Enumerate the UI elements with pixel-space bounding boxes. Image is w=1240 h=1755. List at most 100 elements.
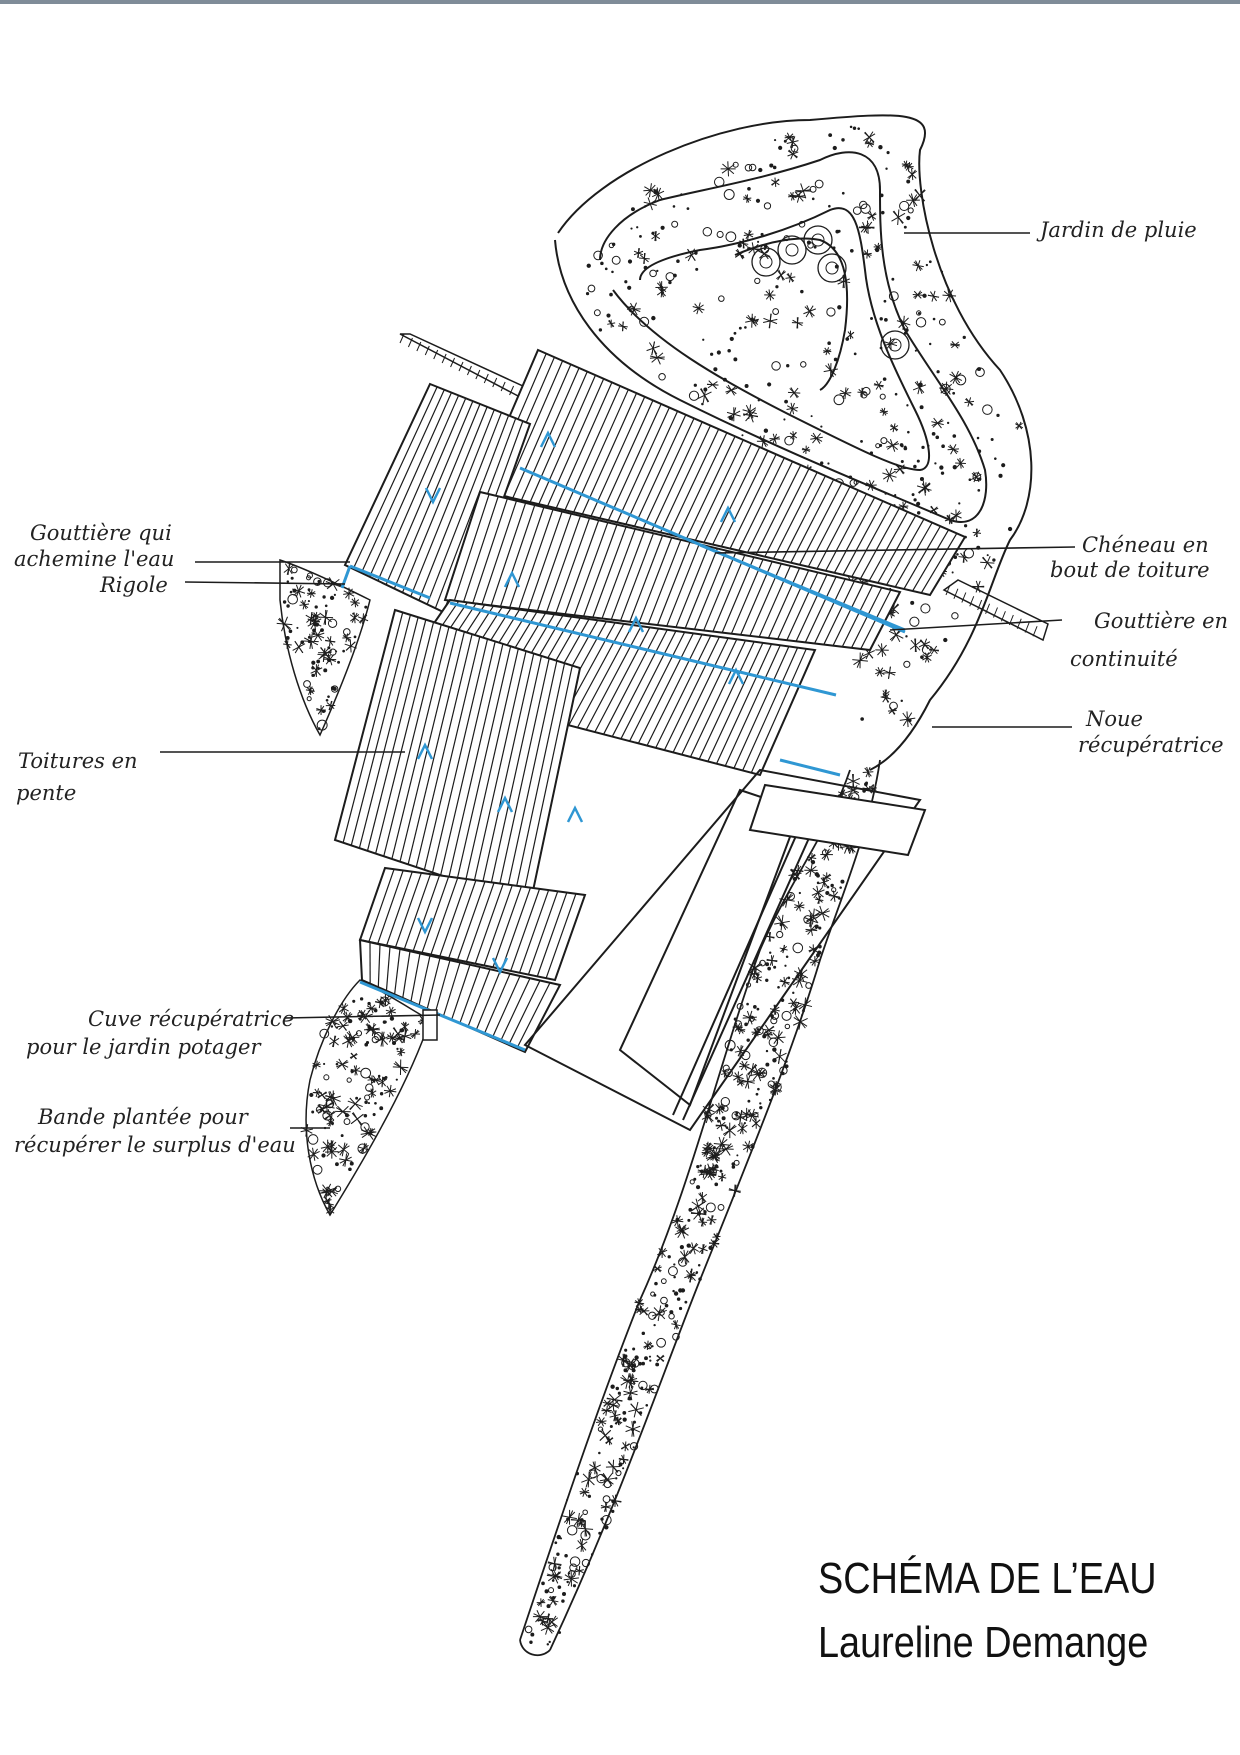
plant-mark — [719, 1169, 723, 1173]
plant-mark — [750, 1072, 766, 1077]
plant-mark — [563, 1577, 579, 1581]
plant-mark — [982, 404, 993, 415]
plant-mark — [811, 197, 815, 201]
plant-mark — [860, 203, 871, 214]
plant-mark — [776, 271, 786, 280]
plant-mark — [754, 1026, 764, 1036]
roof-rib — [448, 643, 504, 879]
plant-mark — [326, 1092, 335, 1101]
plant-mark — [698, 1245, 707, 1253]
roof-rib — [703, 443, 753, 543]
plant-mark — [311, 613, 320, 619]
plant-mark — [882, 377, 887, 381]
plant-mark — [395, 1078, 398, 1081]
roof-rib — [538, 374, 597, 505]
plant-mark — [739, 1064, 750, 1068]
roof-rib — [383, 624, 442, 857]
plant-mark — [731, 1162, 736, 1166]
plant-mark — [582, 1509, 588, 1516]
plant-mark — [653, 1323, 656, 1327]
plant-mark — [311, 673, 315, 677]
plant-mark — [684, 1300, 688, 1304]
plant-mark — [396, 1047, 399, 1051]
plant-mark — [715, 1116, 719, 1120]
plant-mark — [910, 600, 915, 605]
plant-mark — [672, 1289, 675, 1293]
plant-mark — [810, 860, 816, 865]
roof-rib — [465, 882, 495, 963]
roof-rib — [456, 646, 512, 881]
plant-mark — [757, 1087, 760, 1091]
plant-mark — [283, 564, 294, 573]
plant-mark — [701, 1112, 715, 1120]
plant-mark — [638, 1380, 648, 1391]
plant-mark — [891, 277, 895, 281]
roof-rib — [430, 877, 459, 955]
plant-mark — [790, 432, 797, 439]
plant-mark — [623, 1379, 639, 1383]
plant-mark — [951, 571, 954, 574]
plant-mark — [747, 1064, 758, 1075]
plant-mark — [746, 1002, 749, 1006]
plant-mark — [325, 1019, 341, 1025]
plant-mark — [586, 263, 591, 268]
plant-mark — [789, 1004, 802, 1012]
plant-mark — [849, 125, 853, 129]
label-gouttiere-achemine-2: achemine l'eau — [14, 547, 175, 571]
plant-mark — [755, 198, 761, 203]
plant-mark — [879, 410, 888, 413]
roof-rib — [350, 614, 411, 846]
plant-mark — [640, 1386, 644, 1390]
plant-mark — [570, 1518, 586, 1522]
plant-mark — [695, 1185, 701, 1190]
plant-mark — [913, 291, 923, 298]
plant-mark — [769, 163, 774, 168]
plant-mark — [860, 439, 863, 443]
plant-mark — [935, 435, 940, 440]
plant-mark — [340, 1134, 344, 1138]
plant-mark — [697, 391, 712, 400]
plant-mark — [337, 1024, 349, 1028]
plant-mark — [909, 616, 920, 627]
flow-arrow — [719, 505, 737, 523]
flow-arrow — [416, 917, 434, 935]
plant-mark — [916, 501, 921, 506]
roof-outline — [443, 490, 902, 652]
plant-mark — [668, 1313, 675, 1320]
roof-rib — [629, 631, 686, 742]
plant-mark — [875, 443, 881, 449]
roof-rib — [832, 583, 865, 646]
plant-mark — [628, 1407, 644, 1413]
roof-rib — [555, 517, 591, 614]
roof-rib — [358, 617, 419, 849]
plant-mark — [786, 364, 790, 368]
roof-rib — [503, 360, 564, 497]
plant-mark — [720, 1096, 730, 1107]
plant-mark — [952, 464, 957, 470]
plant-mark — [671, 1323, 681, 1327]
plant-mark — [950, 512, 962, 519]
plant-mark — [365, 1083, 374, 1092]
plant-mark — [922, 293, 927, 298]
plant-mark — [838, 897, 841, 900]
plant-mark — [600, 1505, 611, 1509]
roof-rib — [576, 624, 634, 728]
hatch-mark — [969, 596, 975, 607]
plant-mark — [645, 1387, 655, 1391]
plant-mark — [693, 383, 697, 387]
plant-mark — [695, 1271, 699, 1274]
plant-mark — [382, 1020, 387, 1024]
author-name: Laureline Demange — [818, 1618, 1149, 1667]
plant-mark — [880, 696, 892, 700]
roof-rib — [546, 515, 582, 613]
plant-mark — [798, 891, 801, 895]
rain-garden-shrubs — [751, 225, 910, 360]
plant-mark — [627, 1361, 637, 1370]
plant-mark — [611, 1509, 615, 1514]
plant-mark — [891, 212, 906, 222]
roof-rib — [742, 647, 799, 771]
plant-mark — [765, 978, 769, 982]
roof-rib — [385, 398, 467, 585]
plant-mark — [784, 964, 787, 967]
plant-mark — [864, 142, 875, 145]
